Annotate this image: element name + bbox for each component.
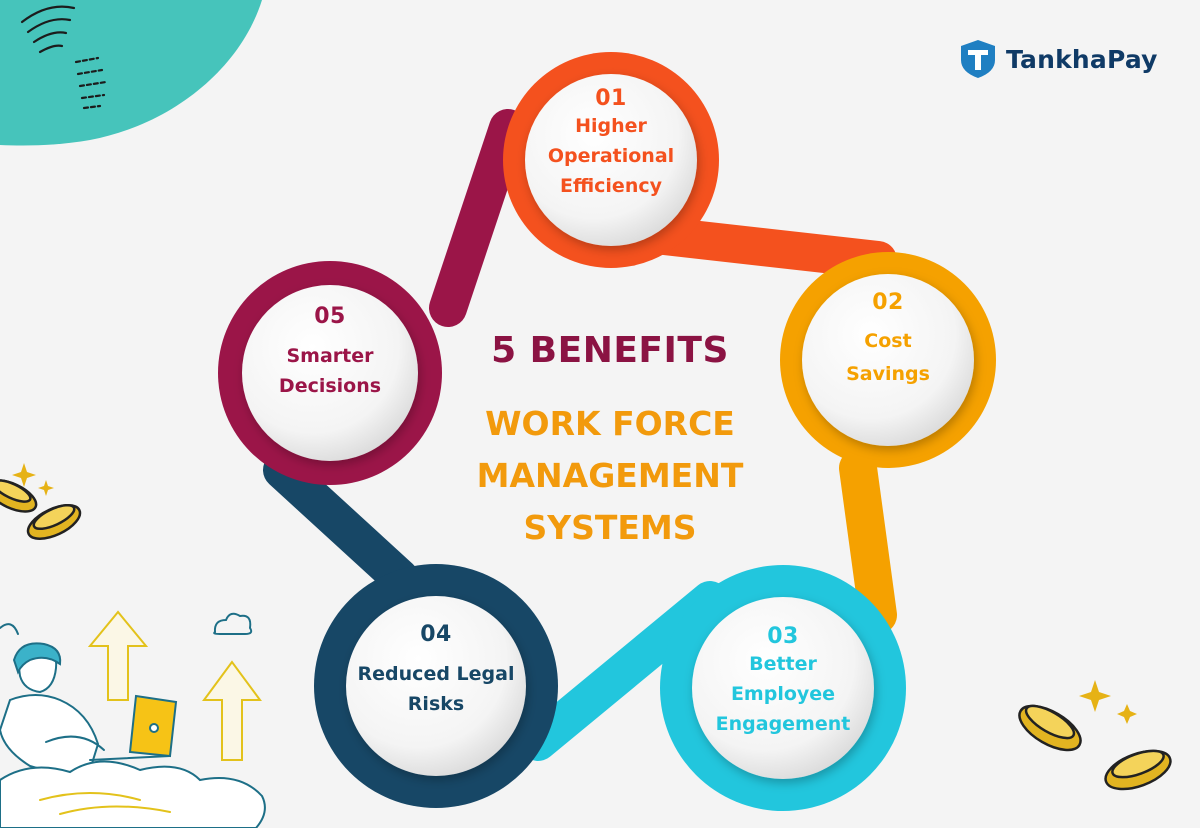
connector-05-01 [429,109,527,327]
benefit-ring-04 [314,564,558,808]
benefit-ring-05 [218,261,442,485]
subtitle-line: WORK FORCE [485,404,735,443]
benefit-number: 02 [872,290,904,315]
benefit-label-line: Operational [547,145,675,167]
arrow-up-icon [202,660,262,761]
benefit-number: 05 [314,304,346,329]
benefit-03: 03 Better Employee Engagement [700,624,866,739]
benefit-ring-01 [503,52,719,268]
arrow-up-icon [87,610,149,701]
person-laptop-illustration [0,610,266,828]
benefit-label-line: Employee [730,683,836,705]
headline: 5 BENEFITS [491,330,729,371]
benefit-number: 01 [595,86,627,111]
wifi-doodle-icon [20,5,108,110]
sparkle-icon [12,463,54,496]
benefit-label-line: Decisions [278,375,382,397]
sparkle-icon [1079,680,1137,724]
benefit-label-line: Efficiency [559,175,662,197]
coins-icon [1018,704,1172,791]
connector-02-03 [839,449,897,634]
benefit-02: 02 Cost Savings [808,290,968,391]
brand-name: TankhaPay [1006,44,1158,74]
benefit-01: 01 Higher Operational Efficiency [531,86,691,201]
shield-logo-icon [961,40,995,78]
benefit-label-line: Better [749,653,817,675]
benefit-05: 05 Smarter Decisions [250,304,410,401]
subtitle-line: MANAGEMENT [476,456,744,495]
corner-teal-blob [0,0,262,146]
benefit-label-line: Savings [846,363,930,385]
benefit-label-line: Engagement [715,713,851,735]
connector-04-05 [263,451,419,597]
benefit-number: 04 [420,622,452,647]
subtitle: WORK FORCE MANAGEMENT SYSTEMS [440,398,780,554]
cloud-icon [213,612,253,635]
benefit-04: 04 Reduced Legal Risks [346,622,526,719]
subtitle-line: SYSTEMS [523,508,697,547]
benefit-label-line: Smarter [286,345,374,367]
benefit-ring-03 [660,565,906,811]
benefit-label-line: Higher [575,115,647,137]
benefit-label-line: Risks [407,693,465,715]
benefit-number: 03 [767,624,799,649]
brand-logo[interactable]: TankhaPay [958,38,1158,80]
benefit-ring-02 [780,252,996,468]
benefit-label-line: Reduced Legal [357,663,515,685]
benefit-label-line: Cost [864,330,912,352]
coins-icon [0,479,82,540]
